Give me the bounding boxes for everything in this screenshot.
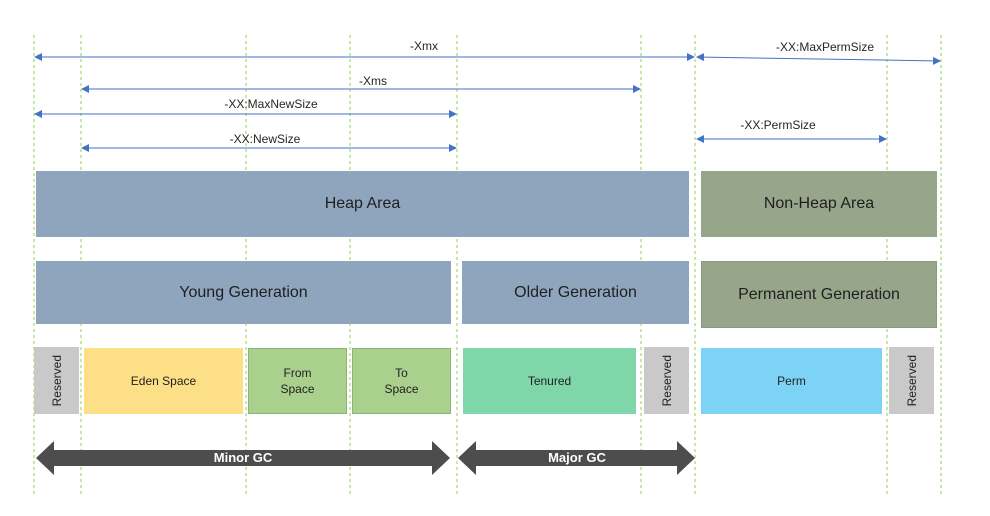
xmx-label: -Xmx xyxy=(410,39,438,53)
older-generation: Older Generation xyxy=(462,261,689,324)
max-perm-size-arrow xyxy=(696,53,941,65)
non-heap-area: Non-Heap Area xyxy=(701,171,937,237)
reserved-label: Reserved xyxy=(659,354,674,407)
major-gc-arrow xyxy=(458,441,695,475)
reserved-old: Reserved xyxy=(644,347,689,414)
reserved-label: Reserved xyxy=(904,354,919,407)
xms-label: -Xms xyxy=(359,74,387,88)
heap-area: Heap Area xyxy=(36,171,689,237)
reserved-young: Reserved xyxy=(34,347,79,414)
minor-gc-arrow xyxy=(36,441,450,475)
to-space: To Space xyxy=(352,348,451,414)
tenured-space: Tenured xyxy=(463,348,636,414)
perm-space: Perm xyxy=(701,348,882,414)
eden-space: Eden Space xyxy=(84,348,243,414)
max-perm-size-label: -XX:MaxPermSize xyxy=(775,40,875,54)
from-space: From Space xyxy=(248,348,347,414)
minor-gc-label: Minor GC xyxy=(213,450,273,465)
reserved-label: Reserved xyxy=(49,354,64,407)
young-generation: Young Generation xyxy=(36,261,451,324)
permanent-generation: Permanent Generation xyxy=(701,261,937,328)
perm-size-label: -XX:PermSize xyxy=(740,118,816,132)
major-gc-label: Major GC xyxy=(548,450,606,465)
reserved-perm: Reserved xyxy=(889,347,934,414)
new-size-label: -XX:NewSize xyxy=(229,132,301,146)
max-new-size-label: -XX:MaxNewSize xyxy=(224,97,318,111)
